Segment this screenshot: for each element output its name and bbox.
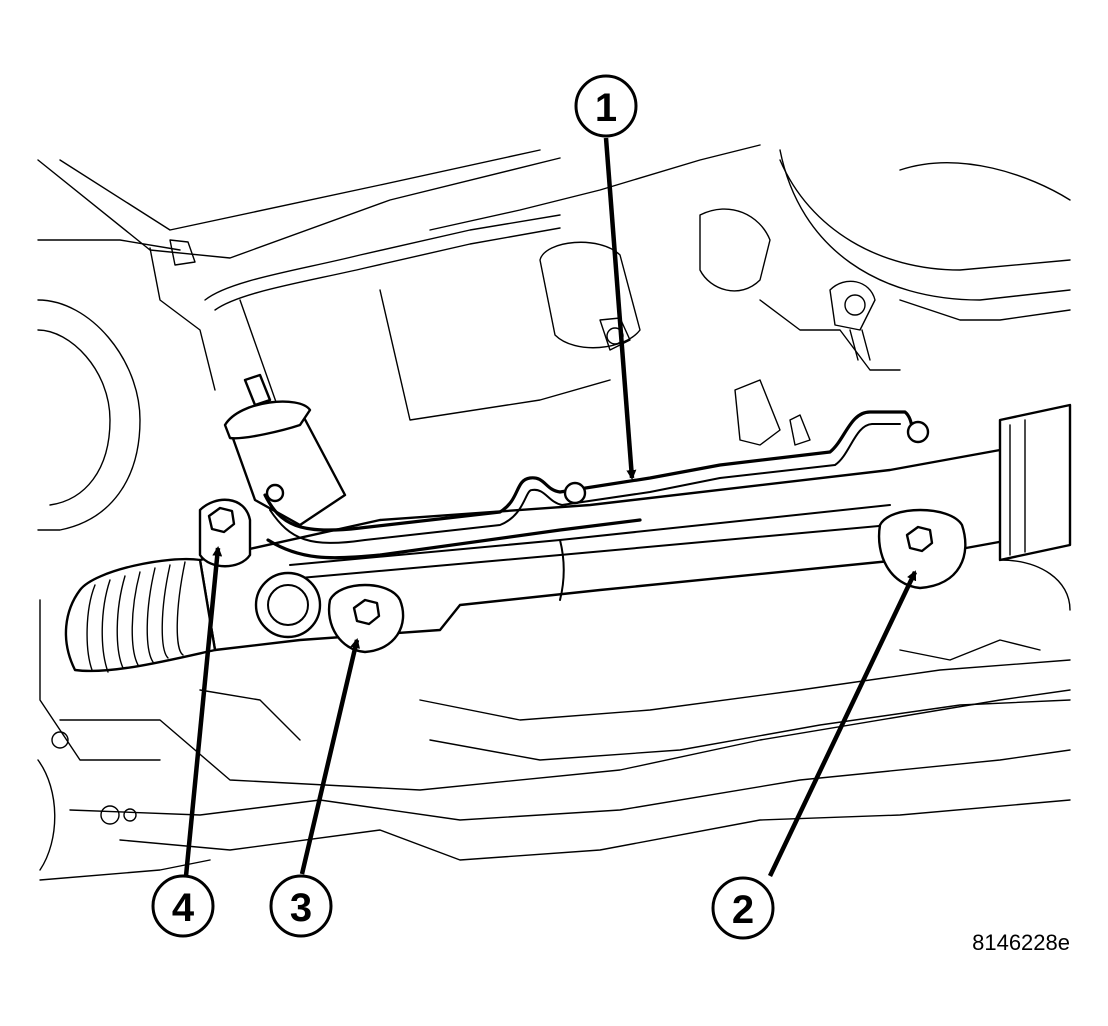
callout-1: 1	[574, 74, 638, 138]
callout-4: 4	[151, 874, 215, 938]
bolt-3	[352, 598, 381, 626]
bolt-2	[905, 525, 934, 553]
leader-3	[299, 638, 361, 875]
callout-3: 3	[269, 874, 333, 938]
steering-gear	[64, 373, 1072, 673]
leader-2	[767, 570, 918, 877]
leader-lines	[183, 137, 918, 877]
figure-reference-number: 8146228e	[972, 930, 1070, 955]
bolt-4	[207, 506, 236, 534]
callout-2-label: 2	[732, 888, 754, 932]
callout-2: 2	[711, 876, 775, 940]
callout-4-label: 4	[172, 886, 195, 930]
callout-3-label: 3	[290, 886, 312, 930]
callout-1-label: 1	[595, 86, 617, 130]
leader-4	[183, 546, 223, 877]
leader-1	[603, 137, 637, 480]
left-bellows-boot	[64, 557, 217, 673]
